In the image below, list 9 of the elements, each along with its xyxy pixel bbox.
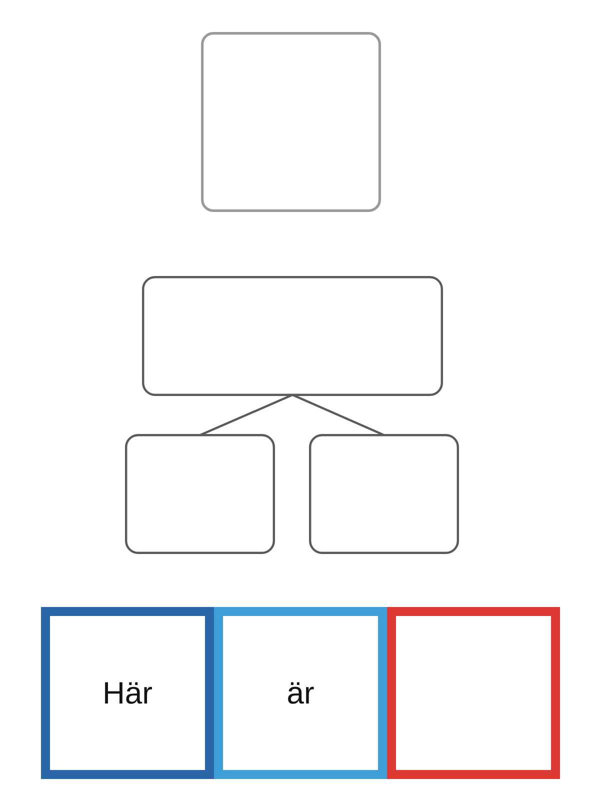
square-frame: är — [214, 607, 387, 779]
rounded-box — [201, 32, 381, 212]
rounded-box — [142, 276, 443, 396]
square-frame: Här — [41, 607, 214, 779]
rounded-box — [309, 434, 459, 554]
square-frame — [387, 607, 560, 779]
connector-line — [200, 394, 293, 436]
connector-line — [292, 394, 384, 436]
rounded-box — [125, 434, 275, 554]
